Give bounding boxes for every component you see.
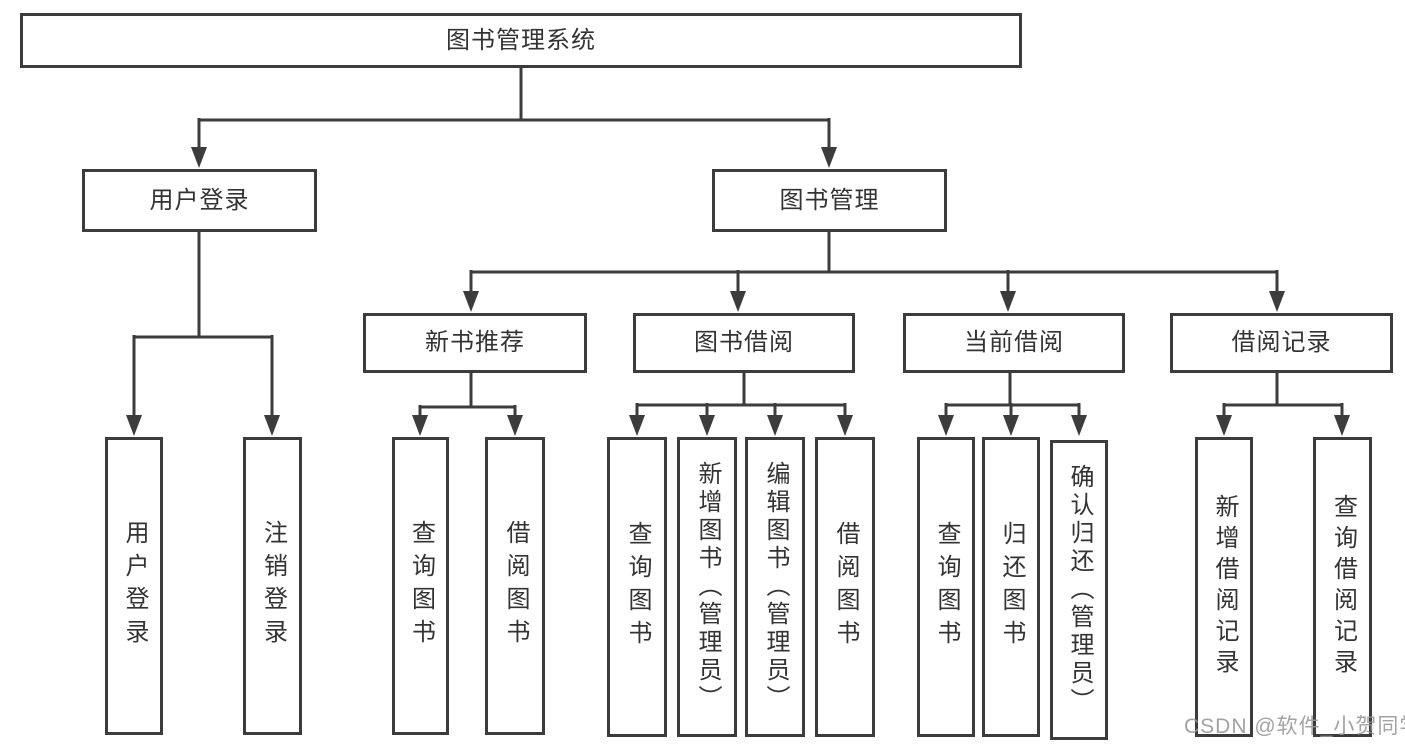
leaf-logout-label: 注销登录 [259,520,287,652]
node-book-management-label: 图书管理 [779,186,880,214]
leaf-return-books-label: 归还图书 [998,521,1025,653]
leaf-query-books-borrow-label: 查询图书 [624,521,651,653]
leaf-query-books-recommend-label: 查询图书 [407,520,435,652]
leaf-query-books-borrow: 查询图书 [607,437,667,737]
node-borrow-records-label: 借阅记录 [1231,329,1332,356]
node-book-borrowing: 图书借阅 [633,313,855,373]
leaf-return-books: 归还图书 [982,437,1040,737]
leaf-edit-books-admin-label: 编辑图书（管理员） [762,461,789,713]
leaf-add-borrow-record-label: 新增借阅记录 [1211,494,1238,680]
leaf-add-books-admin: 新增图书（管理员） [677,437,737,737]
leaf-confirm-return-admin: 确认归还（管理员） [1050,440,1108,740]
leaf-query-books-current-label: 查询图书 [933,521,960,653]
leaf-user-login: 用户登录 [105,437,163,735]
node-new-book-recommend: 新书推荐 [363,313,587,373]
node-borrow-records: 借阅记录 [1170,313,1393,373]
leaf-borrow-books: 借阅图书 [815,437,875,737]
leaf-user-login-label: 用户登录 [121,520,148,652]
leaf-query-borrow-record-label: 查询借阅记录 [1329,494,1357,680]
node-current-borrowing: 当前借阅 [903,313,1125,373]
leaf-borrow-books-label: 借阅图书 [832,521,859,653]
leaf-borrow-books-recommend-label: 借阅图书 [502,520,529,652]
node-book-management: 图书管理 [712,169,947,232]
leaf-query-books-recommend: 查询图书 [392,437,449,735]
leaf-logout: 注销登录 [243,437,302,735]
node-root-label: 图书管理系统 [446,26,596,54]
node-new-book-recommend-label: 新书推荐 [425,329,525,356]
node-current-borrowing-label: 当前借阅 [964,329,1064,356]
node-root: 图书管理系统 [20,13,1022,68]
leaf-borrow-books-recommend: 借阅图书 [485,437,545,735]
leaf-edit-books-admin: 编辑图书（管理员） [745,437,805,737]
leaf-confirm-return-admin-label: 确认归还（管理员） [1066,464,1093,716]
leaf-query-borrow-record: 查询借阅记录 [1313,437,1372,737]
node-user-login-label: 用户登录 [149,186,250,214]
csdn-watermark: CSDN @软件_小贺同学 [1184,715,1405,738]
node-book-borrowing-label: 图书借阅 [694,329,794,356]
node-user-login: 用户登录 [82,169,317,232]
leaf-query-books-current: 查询图书 [917,437,975,737]
leaf-add-books-admin-label: 新增图书（管理员） [694,461,721,713]
leaf-add-borrow-record: 新增借阅记录 [1195,437,1253,737]
